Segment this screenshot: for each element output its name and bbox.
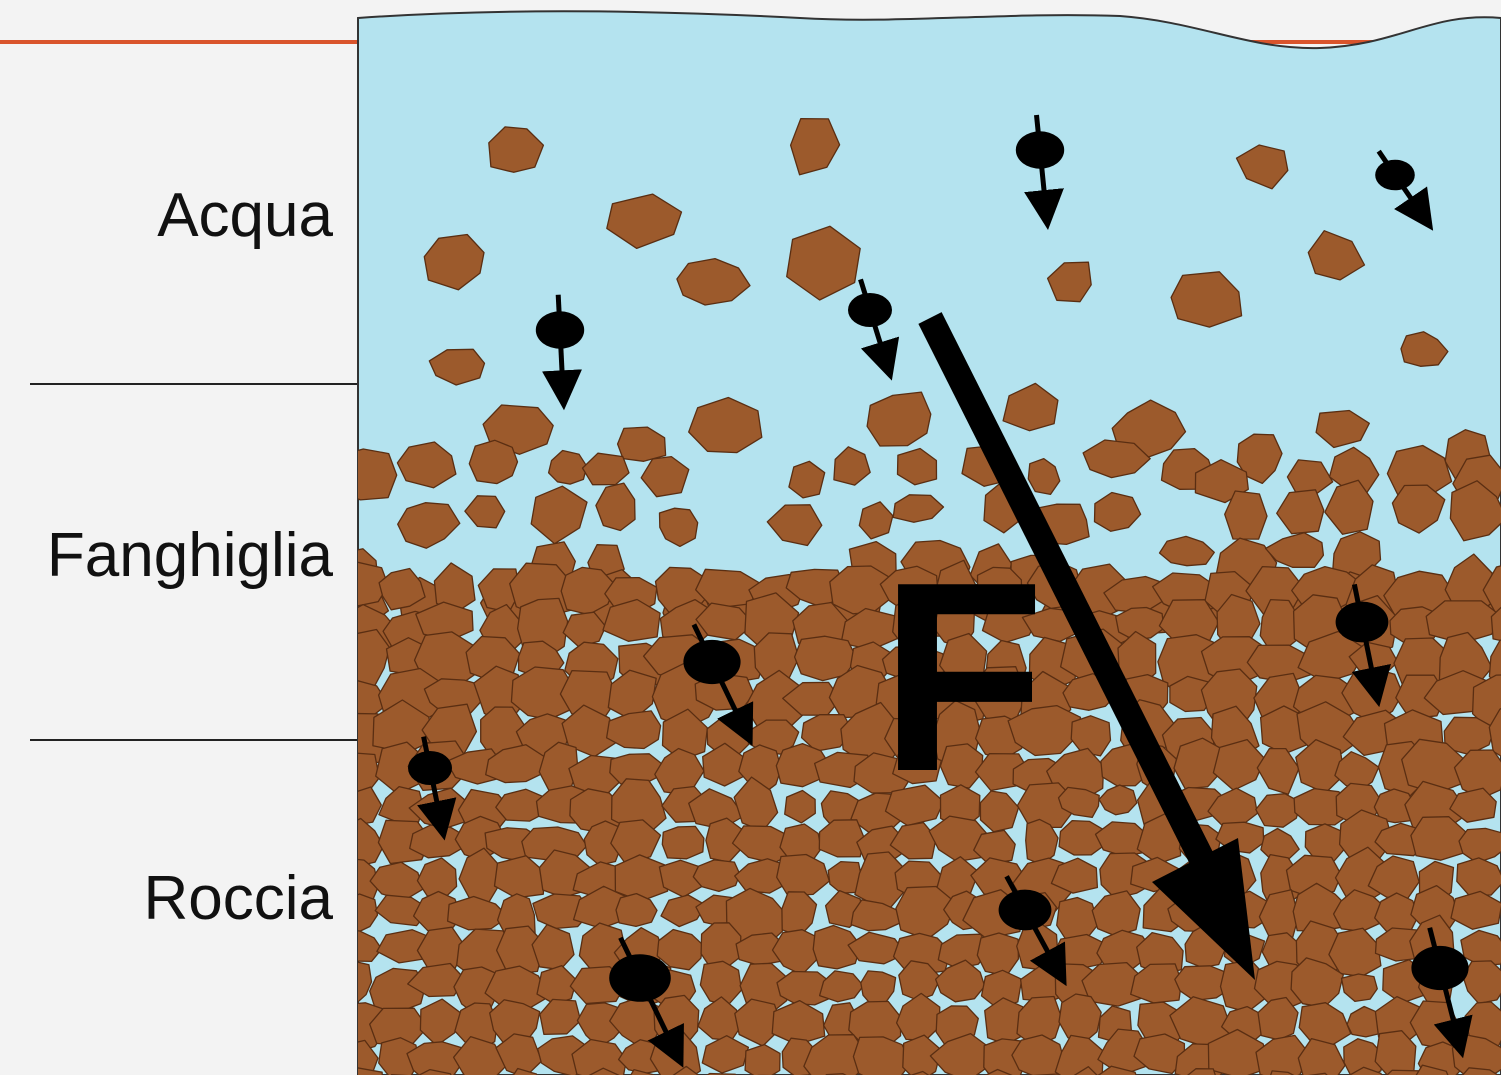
sediment-grain [332, 449, 396, 500]
force-label: F [880, 527, 1045, 828]
sediment-grain [662, 826, 704, 858]
sediment-grain [469, 440, 517, 483]
